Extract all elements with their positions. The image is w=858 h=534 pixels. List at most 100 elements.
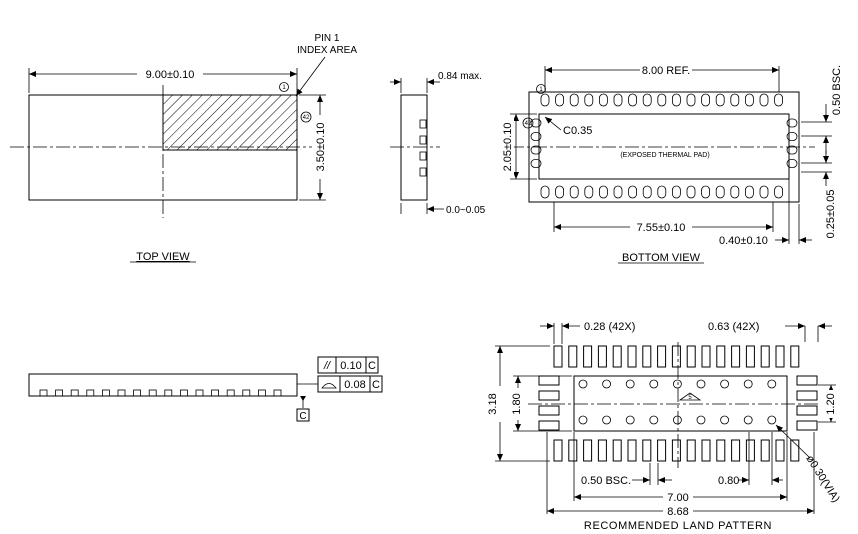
via-leader bbox=[775, 424, 811, 459]
land-pad bbox=[538, 390, 560, 401]
dim-total-h-label: 3.18 bbox=[487, 393, 499, 414]
fcf2-value: 0.08 bbox=[344, 379, 365, 391]
front-lead bbox=[211, 389, 220, 397]
front-lead bbox=[273, 389, 282, 397]
land-pad bbox=[796, 390, 818, 401]
land-pad bbox=[597, 439, 607, 462]
bottom-bottom-pads bbox=[540, 185, 783, 199]
land-pad bbox=[671, 345, 681, 368]
pad bbox=[642, 185, 652, 199]
land-pad bbox=[627, 439, 637, 462]
land-pad bbox=[642, 439, 652, 462]
land-pad bbox=[612, 345, 622, 368]
land-top-pads bbox=[553, 345, 800, 368]
dim-width-label: 3.50±0.10 bbox=[315, 123, 327, 172]
bottom-left-pads bbox=[530, 118, 542, 168]
pad bbox=[555, 93, 564, 107]
land-pad bbox=[583, 439, 593, 462]
side-lead bbox=[419, 135, 427, 145]
bottom-view: 8.00 REF. 0.50 BSC. 2.05±0.10 C0.35 (EXP… bbox=[500, 63, 843, 264]
land-pad bbox=[538, 375, 560, 386]
pad bbox=[745, 185, 754, 199]
land-pad bbox=[553, 439, 563, 462]
pad bbox=[530, 145, 542, 155]
pad bbox=[599, 185, 608, 199]
dim-end-h-label: 1.20 bbox=[825, 393, 837, 414]
pad bbox=[530, 132, 542, 141]
via bbox=[720, 379, 729, 389]
via bbox=[673, 379, 682, 389]
pad bbox=[628, 185, 637, 199]
exposed-thermal-pad bbox=[538, 113, 790, 180]
dim-ref-label: 8.00 REF. bbox=[642, 65, 690, 77]
land-pad bbox=[657, 439, 667, 462]
pin1-label-line1: PIN 1 bbox=[314, 33, 339, 44]
pin1-marker bbox=[536, 84, 546, 94]
pad bbox=[701, 185, 710, 199]
dim-lead-width-label: 0.25±0.05 bbox=[825, 190, 837, 239]
land-pad bbox=[583, 345, 593, 368]
via bbox=[602, 379, 611, 389]
land-pad bbox=[716, 345, 726, 368]
pad bbox=[672, 185, 681, 199]
pad bbox=[774, 185, 783, 199]
pad bbox=[540, 185, 550, 199]
front-lead bbox=[133, 389, 142, 397]
dim-height-label: 0.84 max. bbox=[438, 71, 482, 82]
pad bbox=[569, 185, 579, 199]
land-pad bbox=[627, 345, 637, 368]
pin1-marker-text: 1 bbox=[282, 85, 286, 91]
front-lead bbox=[164, 389, 173, 397]
land-pad bbox=[775, 345, 785, 368]
dim-lead-length-label: 0.40±0.10 bbox=[719, 235, 768, 247]
front-lead bbox=[102, 389, 110, 397]
pad bbox=[657, 185, 667, 199]
land-pad bbox=[657, 345, 667, 368]
front-lead bbox=[86, 389, 95, 397]
land-pad bbox=[760, 439, 770, 462]
pad bbox=[599, 93, 608, 107]
bottom-top-pads bbox=[540, 93, 783, 107]
pin42-marker bbox=[522, 117, 534, 129]
via bbox=[578, 379, 588, 389]
pad bbox=[745, 93, 754, 107]
land-pad bbox=[796, 420, 818, 431]
pad bbox=[686, 185, 696, 199]
pad bbox=[540, 93, 550, 107]
front-lead bbox=[195, 389, 204, 397]
pad bbox=[786, 159, 798, 168]
pad bbox=[530, 118, 542, 128]
land-pad bbox=[790, 345, 800, 368]
pad bbox=[628, 93, 637, 107]
land-pad bbox=[731, 345, 741, 368]
pad bbox=[715, 93, 725, 107]
via bbox=[696, 415, 706, 425]
pad bbox=[730, 185, 740, 199]
pad bbox=[786, 132, 798, 141]
land-pad bbox=[716, 439, 726, 462]
land-pad bbox=[568, 439, 578, 462]
land-pad bbox=[553, 345, 563, 368]
fcf-datum-cell bbox=[365, 356, 379, 374]
dim-inner-h-label: 1.80 bbox=[511, 393, 523, 414]
profile-symbol-icon bbox=[321, 383, 337, 389]
pad bbox=[584, 93, 594, 107]
pad bbox=[759, 185, 769, 199]
bottom-right-pads bbox=[786, 118, 798, 168]
chamfer-label: C0.35 bbox=[563, 125, 592, 137]
dim-pad-l-label: 0.63 (42X) bbox=[708, 321, 759, 333]
land-pad bbox=[671, 439, 681, 462]
land-right-pads bbox=[796, 375, 818, 431]
note-triangle-icon bbox=[678, 392, 702, 401]
land-vias bbox=[578, 379, 777, 425]
front-lead bbox=[117, 389, 126, 397]
via bbox=[696, 379, 706, 389]
via bbox=[767, 379, 777, 389]
dim-standoff-label: 0.0~0.05 bbox=[446, 205, 486, 216]
pin1-leader bbox=[295, 56, 326, 97]
pin1-index-hatch bbox=[162, 94, 298, 151]
land-pad bbox=[642, 345, 652, 368]
land-pad bbox=[796, 405, 818, 416]
via bbox=[578, 415, 588, 425]
land-pad bbox=[796, 375, 818, 386]
